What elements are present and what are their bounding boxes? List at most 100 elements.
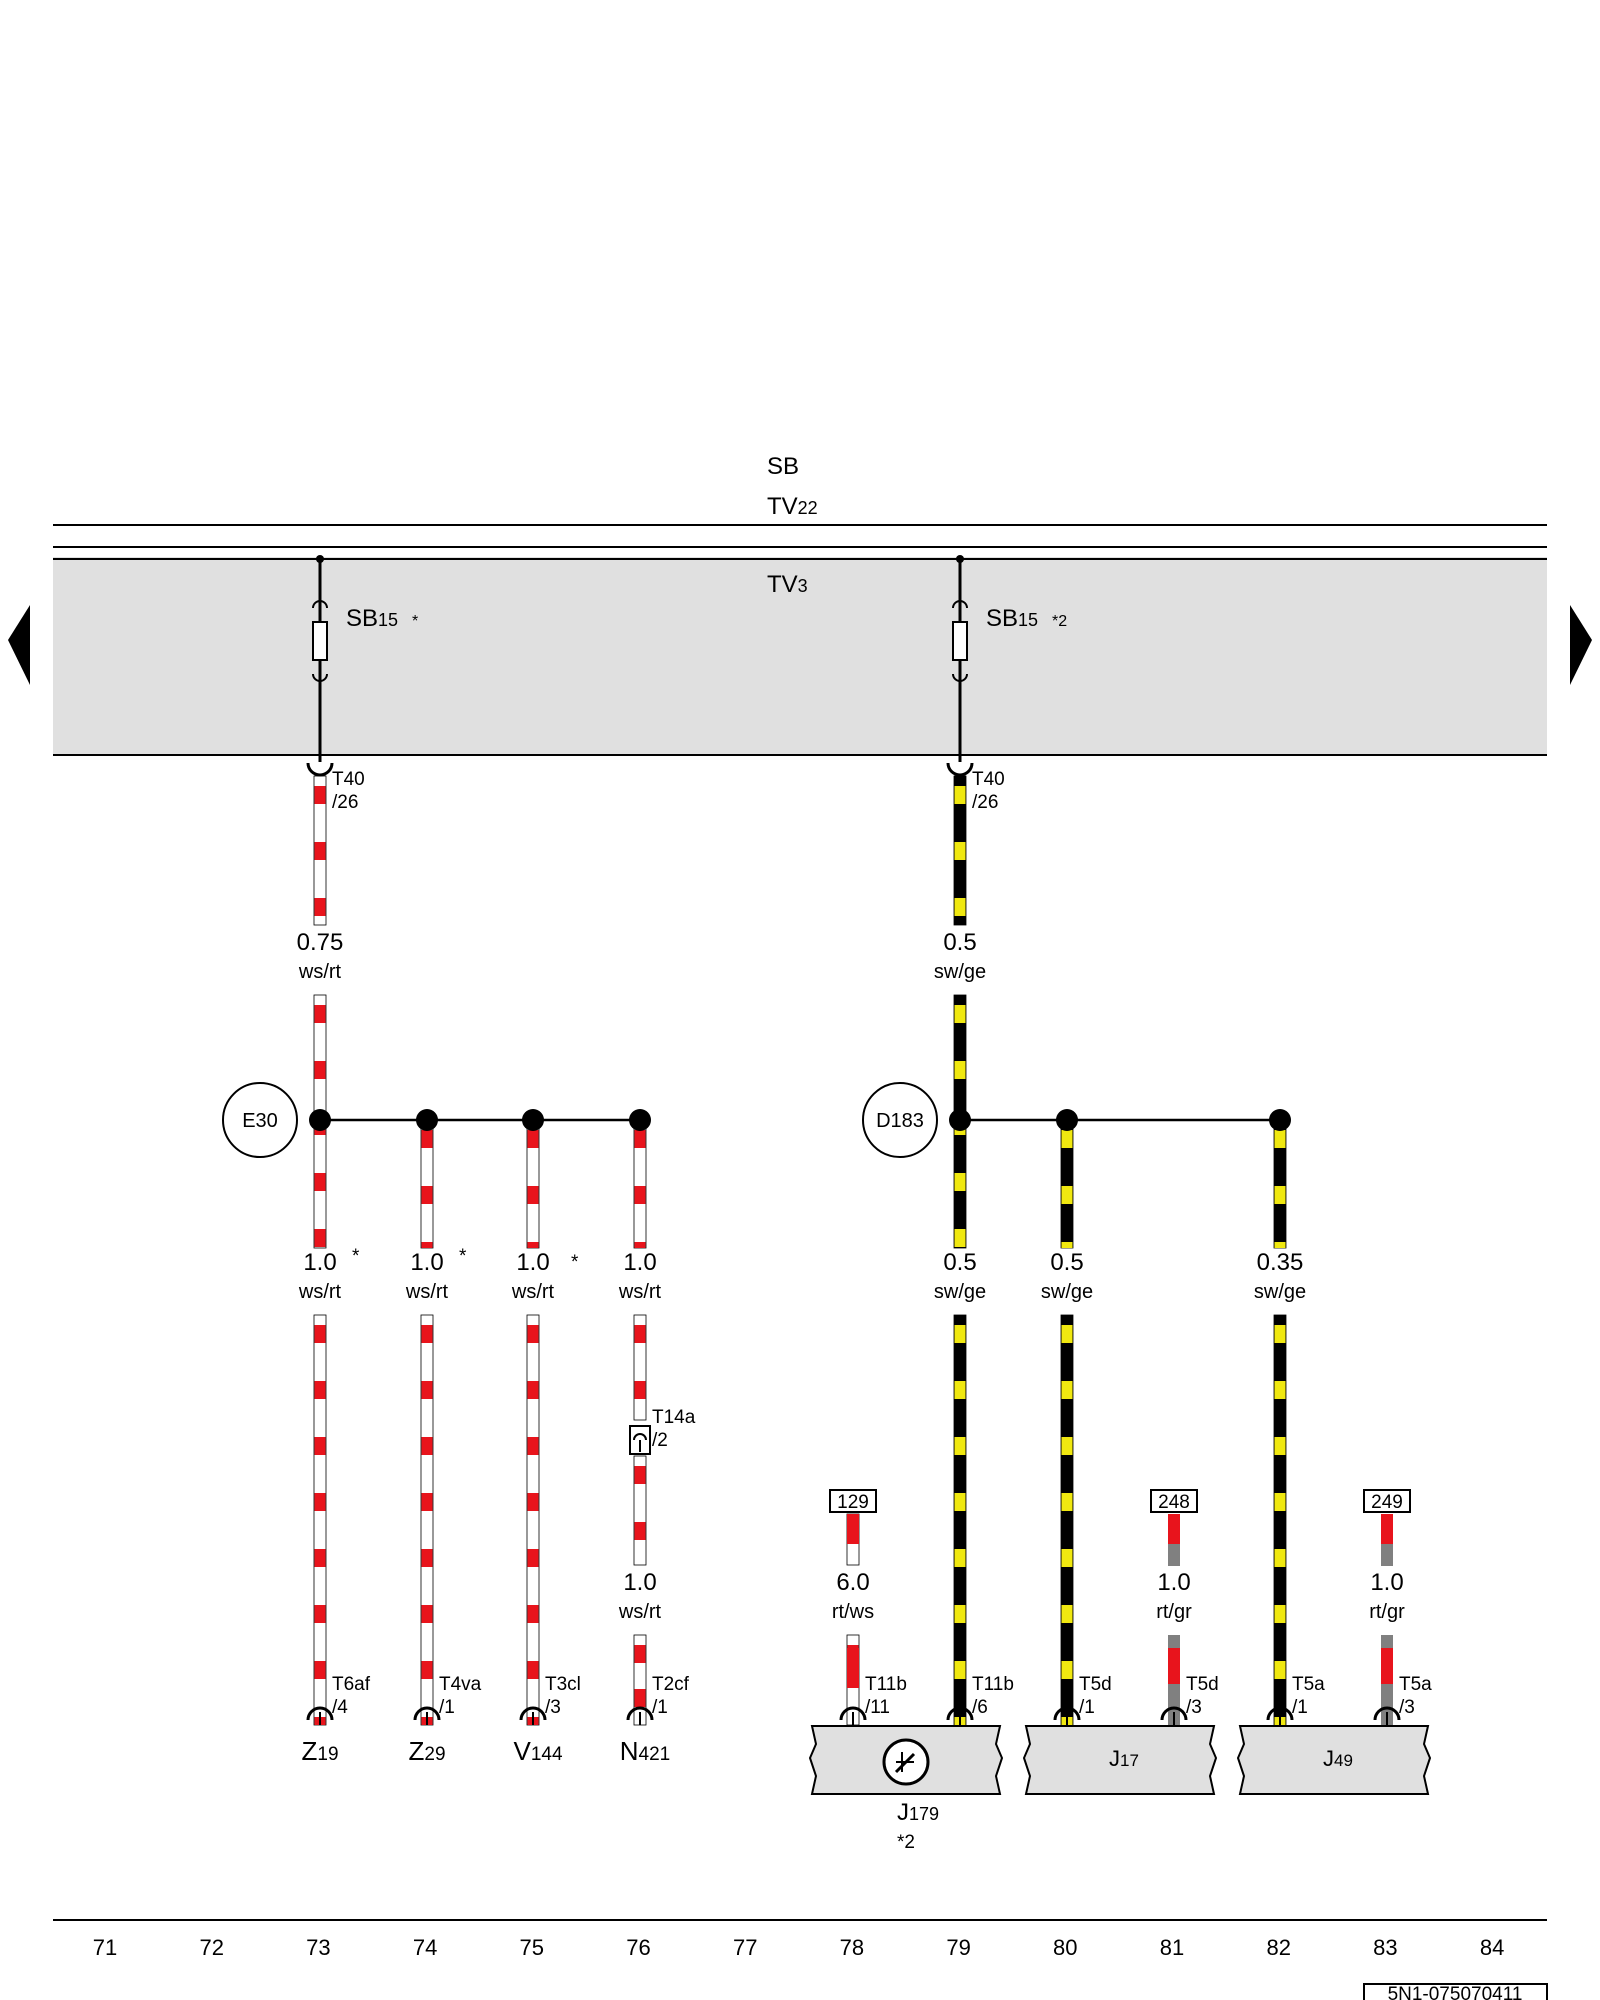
wire-sw-ge-j17-stripe (1061, 1437, 1073, 1455)
wire-ws-rt-v144-stripe (527, 1661, 539, 1679)
ref-box-249[interactable] (1363, 1489, 1411, 1513)
wire-sw-ge-top-b-stripe (954, 1061, 966, 1079)
wire-color-ref-249: rt/gr (1369, 1601, 1405, 1623)
junction-dots (309, 1109, 1291, 1131)
wire-sw-ge-j179-stripe (954, 1605, 966, 1623)
connector-pin-t5a-3: /3 (1399, 1697, 1415, 1718)
connector-t40-left (306, 762, 334, 777)
junction-dot-7 (1269, 1109, 1291, 1131)
wire-sw-ge-j17-stripe (1061, 1493, 1073, 1511)
connector-pin-t14a: /2 (652, 1430, 668, 1451)
connector-pin-t5d-3: /3 (1186, 1697, 1202, 1718)
wire-ws-rt-branch-2-stripe (527, 1130, 539, 1148)
wire-ws-rt-branch-3-stripe (634, 1242, 646, 1248)
module-j49[interactable] (1236, 1725, 1432, 1795)
connector-label-t11b-11: T11b (865, 1674, 907, 1695)
connector-arc-8 (1160, 1706, 1188, 1721)
wire-sw-ge-top-a-stripe (954, 898, 966, 916)
wire-ws-rt-z19-stripe (314, 1493, 326, 1511)
connector-pin-t11b-6: /6 (972, 1697, 988, 1718)
triangle-left-icon[interactable] (8, 605, 30, 685)
wire-ws-rt-z19-stripe (314, 1381, 326, 1399)
module-j179[interactable] (808, 1725, 1004, 1795)
wire-ws-rt-z19-stripe (314, 1605, 326, 1623)
junction-dot-5 (949, 1109, 971, 1131)
connector-arc-9 (1266, 1706, 1294, 1721)
wire-sw-ge-branch-1-stripe (1061, 1242, 1073, 1248)
column-number-79: 79 (946, 1935, 970, 1960)
wire-sw-ge-j49-stripe (1274, 1549, 1286, 1567)
wire-sw-ge-top-b-stripe (954, 1173, 966, 1191)
bottom-connectors (306, 1706, 1401, 1725)
wire-ws-rt-n421-a-stripe (634, 1325, 646, 1343)
wire-color-top-right: sw/ge (934, 961, 986, 983)
junction-dot-4 (629, 1109, 651, 1131)
wire-sw-ge-branch-1-stripe (1061, 1186, 1073, 1204)
component-z19[interactable]: Z19 (301, 1736, 338, 1766)
wire-color-mid-6: sw/ge (1041, 1281, 1093, 1303)
wire-color-mid-1: ws/rt (298, 1281, 342, 1303)
ref-box-129[interactable] (829, 1489, 877, 1513)
connector-t14a (629, 1425, 651, 1455)
connector-pin-t6af: /4 (332, 1697, 348, 1718)
wire-sw-ge-j17-stripe (1061, 1381, 1073, 1399)
wire-color-top-left: ws/rt (298, 961, 342, 983)
wire-ws-rt-branch-1-stripe (421, 1242, 433, 1248)
wire-size-ref-248: 1.0 (1157, 1569, 1190, 1596)
wire-ws-rt-v144-stripe (527, 1437, 539, 1455)
module-label-j179: J179 (897, 1799, 939, 1826)
junction-label-d183: D183 (876, 1110, 924, 1132)
wire-ws-rt-branch-1-stripe (421, 1186, 433, 1204)
wire-ws-rt-n421-c-stripe (634, 1689, 646, 1707)
component-n421[interactable]: N421 (620, 1736, 670, 1766)
wire-ws-rt-z29-stripe (421, 1325, 433, 1343)
wire-sw-ge-top-a-stripe (954, 786, 966, 804)
connector-pin-t11b-11: /11 (865, 1697, 890, 1718)
bus-label-tv22: TV22 (767, 493, 818, 520)
wire-rt-gr-ref-249-red-b (1381, 1648, 1393, 1684)
wire-size-mid-6: 0.5 (1050, 1249, 1083, 1276)
wire-ws-rt-z19-stripe (314, 1549, 326, 1567)
bus-label-tv3: TV3 (767, 571, 808, 598)
connector-label-t40-right: T40 (972, 769, 1005, 790)
junction-label-e30: E30 (242, 1110, 278, 1132)
wire-rt-ws-ref-129-red-b (847, 1648, 859, 1688)
wire-ws-rt-z29-stripe (421, 1437, 433, 1455)
wire-ws-rt-n421-c-stripe (634, 1645, 646, 1663)
module-j17[interactable] (1022, 1725, 1218, 1795)
wire-sw-ge-branch-2-stripe (1274, 1242, 1286, 1248)
wire-size-ref-249: 1.0 (1370, 1569, 1403, 1596)
bus-label-sb: SB (767, 453, 799, 480)
wire-ws-rt-top-a-stripe (314, 898, 326, 916)
column-number-81: 81 (1160, 1935, 1184, 1960)
wire-ws-rt-z19-stripe (314, 1661, 326, 1679)
wire-size-n421: 1.0 (623, 1569, 656, 1596)
junction-circle-d183 (862, 1082, 938, 1158)
wire-size-mid-2: 1.0 (410, 1249, 443, 1276)
wire-size-top-left: 0.75 (297, 929, 344, 956)
wire-color-mid-2: ws/rt (405, 1281, 449, 1303)
connector-label-t5a-1: T5a (1292, 1674, 1325, 1695)
connector-arc-6 (946, 1706, 974, 1721)
wire-star-mid-2: * (459, 1246, 467, 1267)
connector-pin-t4va: /1 (439, 1697, 455, 1718)
connector-arc-2 (413, 1706, 441, 1721)
wire-size-mid-3: 1.0 (516, 1249, 549, 1276)
wire-ws-rt-v144-stripe (527, 1325, 539, 1343)
wire-ws-rt-z19-stripe (314, 1437, 326, 1455)
wire-ws-rt-top-b-stripe (314, 1005, 326, 1023)
component-v144[interactable]: V144 (513, 1736, 562, 1766)
wire-ws-rt-z29-stripe (421, 1493, 433, 1511)
ref-box-248[interactable] (1150, 1489, 1198, 1513)
column-number-82: 82 (1266, 1935, 1290, 1960)
connector-pin-t5d-1: /1 (1079, 1697, 1095, 1718)
connector-pin-t2cf: /1 (652, 1697, 668, 1718)
component-z29[interactable]: Z29 (408, 1736, 445, 1766)
triangle-right-icon[interactable] (1570, 605, 1592, 685)
wire-ws-rt-v144-stripe (527, 1549, 539, 1567)
wire-ws-rt-branch-1-stripe (421, 1130, 433, 1148)
wire-star-mid-3: * (571, 1252, 579, 1273)
connector-pin-t40-left: /26 (332, 792, 358, 813)
wire-ws-rt-top-b-stripe (314, 1173, 326, 1191)
wire-sw-ge-top-b-stripe (954, 1229, 966, 1247)
